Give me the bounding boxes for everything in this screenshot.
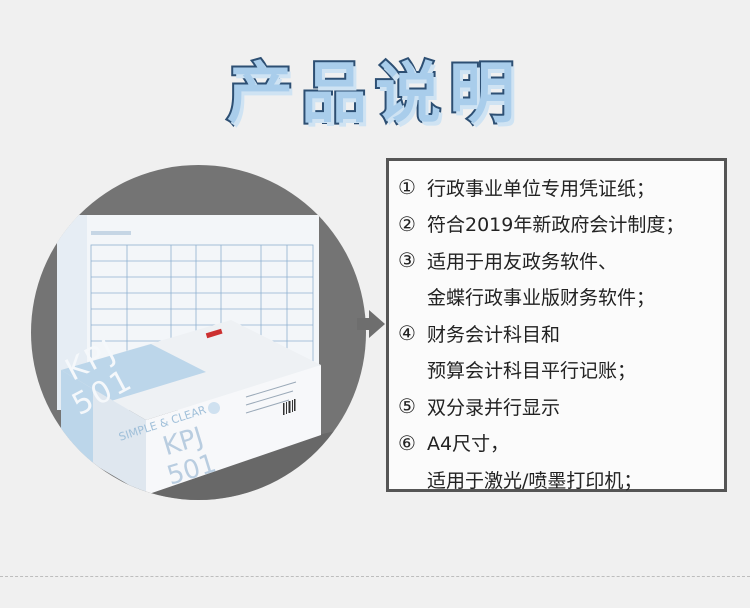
product-photo: KPJ 501 SIMPLE & CLEAR KPJ 501 bbox=[31, 165, 366, 500]
spec-item-continued: 金蝶行政事业版财务软件； bbox=[393, 279, 724, 316]
spec-list: ① 行政事业单位专用凭证纸； ② 符合2019年新政府会计制度； ③ 适用于用友… bbox=[386, 158, 727, 492]
spec-number: ⑤ bbox=[398, 394, 416, 419]
spec-text: 适用于激光/喷墨打印机； bbox=[427, 469, 643, 492]
spec-number: ② bbox=[398, 211, 416, 236]
spec-number: ① bbox=[398, 175, 416, 200]
spec-item: ② 符合2019年新政府会计制度； bbox=[393, 206, 724, 243]
spec-text: 金蝶行政事业版财务软件； bbox=[427, 287, 656, 310]
spec-text: A4尺寸， bbox=[427, 433, 510, 456]
spec-text: 财务会计科目和 bbox=[427, 323, 561, 346]
spec-text: 预算会计科目平行记账； bbox=[427, 360, 637, 383]
spec-number: ④ bbox=[398, 321, 416, 346]
spec-item-continued: 预算会计科目平行记账； bbox=[393, 352, 724, 389]
spec-item: ① 行政事业单位专用凭证纸； bbox=[393, 169, 724, 206]
spec-item: ④ 财务会计科目和 bbox=[393, 315, 724, 352]
spec-text: 适用于用友政务软件、 bbox=[427, 250, 618, 273]
arrow-right-icon bbox=[357, 310, 385, 338]
product-illustration bbox=[57, 215, 366, 500]
spec-item: ③ 适用于用友政务软件、 bbox=[393, 242, 724, 279]
page-title: 产品说明 bbox=[225, 53, 523, 134]
spec-number: ③ bbox=[398, 248, 416, 273]
spec-text: 行政事业单位专用凭证纸； bbox=[427, 177, 656, 200]
spec-text: 双分录并行显示 bbox=[427, 396, 561, 419]
spec-item: ⑥ A4尺寸， bbox=[393, 425, 724, 462]
spec-item: ⑤ 双分录并行显示 bbox=[393, 388, 724, 425]
spec-text: 符合2019年新政府会计制度； bbox=[427, 214, 685, 237]
spec-number: ⑥ bbox=[398, 430, 416, 455]
divider-dashed bbox=[0, 576, 750, 577]
spec-item-continued: 适用于激光/喷墨打印机； bbox=[393, 461, 724, 498]
